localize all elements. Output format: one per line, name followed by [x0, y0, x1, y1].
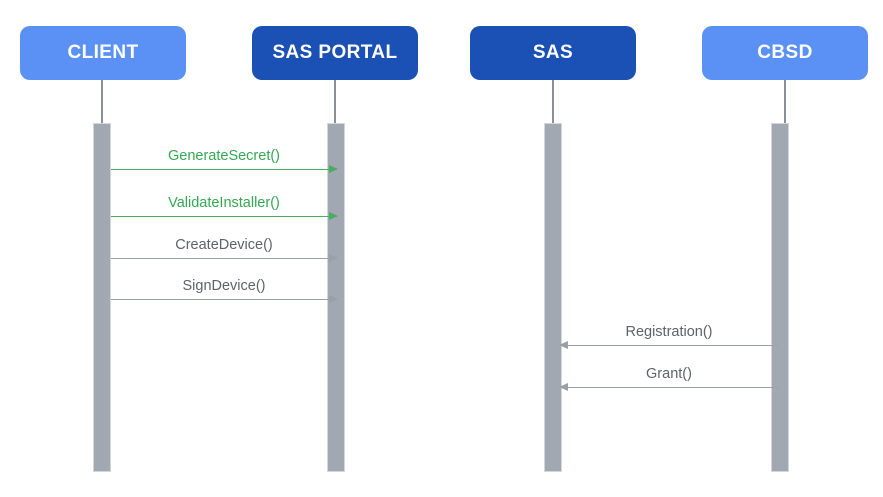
message-label-validate-installer: ValidateInstaller() — [168, 195, 280, 211]
participant-box-sas[interactable]: SAS — [470, 26, 636, 80]
participant-box-cbsd[interactable]: CBSD — [702, 26, 868, 80]
arrow-head-left-icon — [559, 341, 568, 349]
message-validate-installer[interactable]: ValidateInstaller() — [111, 195, 338, 220]
lifeline-client — [101, 80, 103, 125]
message-line-grant — [560, 387, 778, 388]
lifeline-cbsd — [784, 80, 786, 125]
participant-label-cbsd: CBSD — [757, 42, 813, 63]
message-generate-secret[interactable]: GenerateSecret() — [111, 148, 338, 173]
arrow-head-left-icon — [559, 383, 568, 391]
message-label-grant: Grant() — [646, 366, 692, 382]
arrow-head-right-icon — [329, 165, 338, 173]
arrow-head-right-icon — [329, 254, 338, 262]
message-line-validate-installer — [111, 216, 337, 217]
message-sign-device[interactable]: SignDevice() — [111, 278, 338, 303]
lifeline-sas — [552, 80, 554, 125]
message-label-create-device: CreateDevice() — [175, 237, 273, 253]
participant-box-client[interactable]: CLIENT — [20, 26, 186, 80]
arrow-head-right-icon — [329, 295, 338, 303]
message-registration[interactable]: Registration() — [559, 324, 778, 349]
lifeline-sas-portal — [334, 80, 336, 125]
message-grant[interactable]: Grant() — [559, 366, 778, 391]
participant-label-sas: SAS — [532, 42, 574, 63]
message-line-registration — [560, 345, 778, 346]
activation-bar-cbsd — [771, 123, 789, 472]
message-label-registration: Registration() — [625, 324, 713, 340]
message-label-sign-device: SignDevice() — [182, 278, 266, 294]
activation-bar-client — [93, 123, 111, 472]
message-line-sign-device — [111, 299, 337, 300]
message-line-generate-secret — [111, 169, 337, 170]
message-create-device[interactable]: CreateDevice() — [111, 237, 338, 262]
participant-box-sas-portal[interactable]: SAS PORTAL — [252, 26, 418, 80]
activation-bar-sas — [544, 123, 562, 472]
participant-label-sas-portal: SAS PORTAL — [272, 42, 398, 63]
arrow-head-right-icon — [329, 212, 338, 220]
message-label-generate-secret: GenerateSecret() — [167, 148, 281, 164]
participant-label-client: CLIENT — [67, 42, 139, 63]
message-line-create-device — [111, 258, 337, 259]
